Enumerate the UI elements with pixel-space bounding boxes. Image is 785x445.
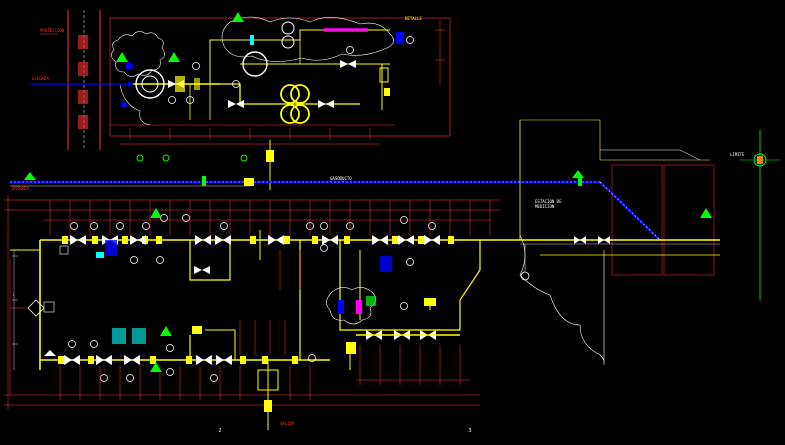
bottom-label: SALIDA xyxy=(280,421,295,426)
left-label: ENTRADA xyxy=(12,186,29,191)
inlet-flag-label: 1 xyxy=(12,292,15,297)
top-right-title: DETALLE xyxy=(405,16,422,21)
right-label: LIMITE xyxy=(730,152,745,157)
revision-flag-icon xyxy=(116,52,128,62)
mid-right-title-1: ESTACION DE xyxy=(535,199,562,204)
pipe-note: GASODUCTO xyxy=(330,176,352,181)
main-station: ENTRADA 1 xyxy=(4,186,500,434)
arrival-arrow: LLEGADA xyxy=(30,76,220,87)
gas-line: GASODUCTO xyxy=(10,170,661,241)
flag-2-label: 2 xyxy=(218,428,221,434)
flag-3-label: 3 xyxy=(468,428,471,434)
mid-right-title-2: MEDICION xyxy=(535,204,555,209)
gate-valve-icon xyxy=(70,235,440,245)
regulator-icon xyxy=(27,299,45,317)
top-detail-box: DETALLE xyxy=(109,12,451,190)
right-area: LIMITE ESTACION DE MEDICION xyxy=(480,119,780,365)
top-left-note: PROTECCION xyxy=(40,28,65,33)
arrival-label: LLEGADA xyxy=(32,76,49,81)
wall-section: PROTECCION xyxy=(40,10,101,150)
